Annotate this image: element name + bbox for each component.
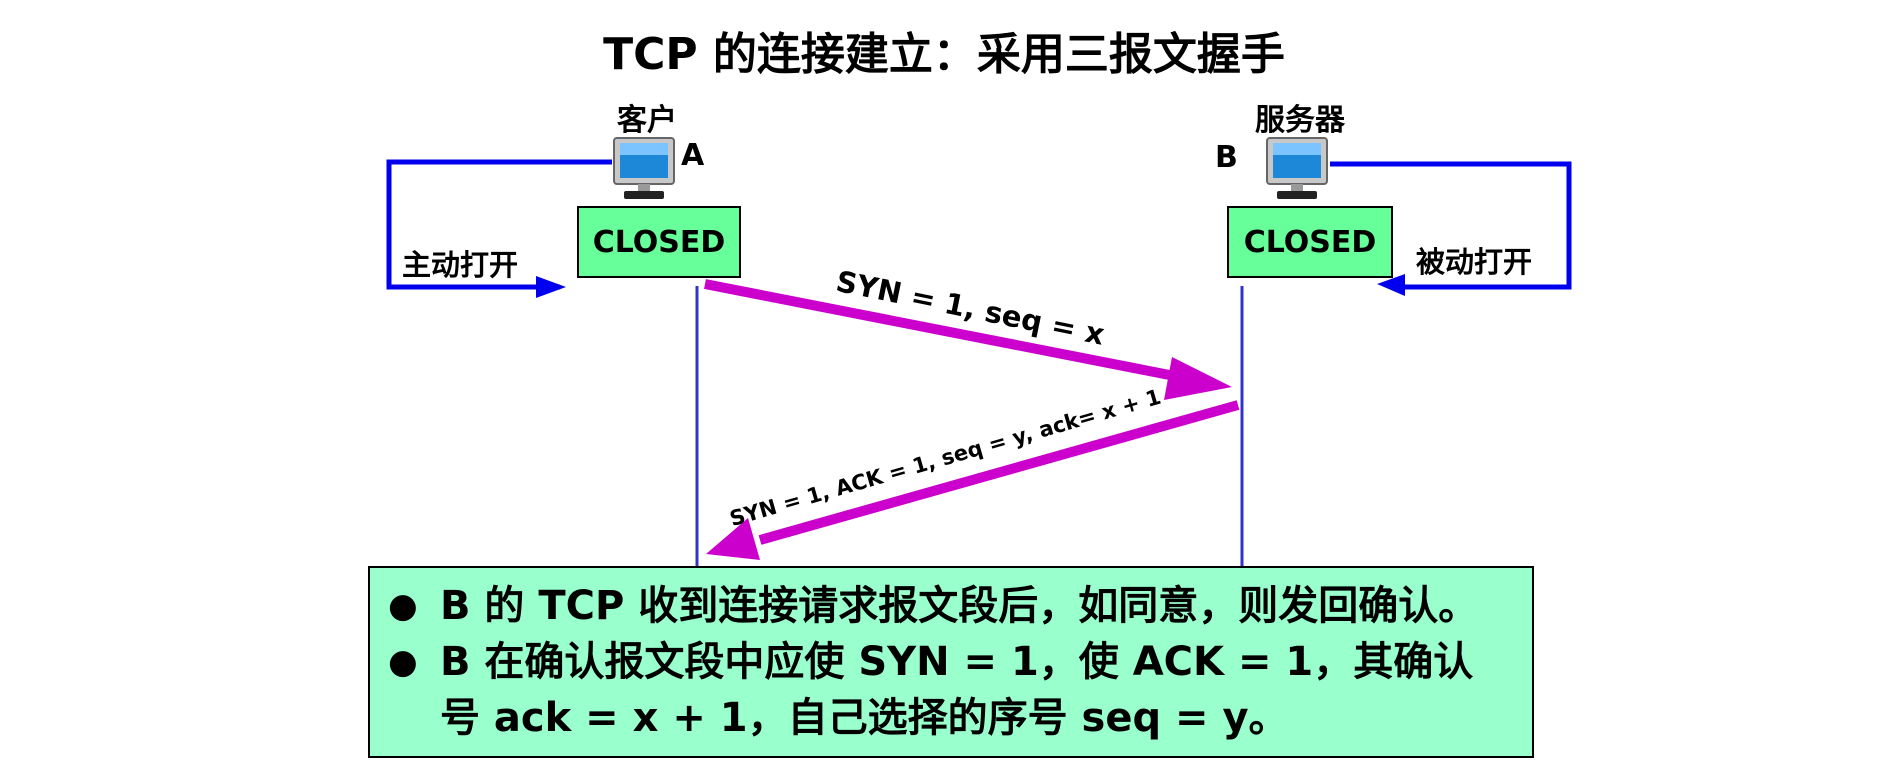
page-title: TCP 的连接建立：采用三报文握手 — [603, 29, 1285, 80]
note-text: B 在确认报文段中应使 SYN = 1，使 ACK = 1，其确认号 ack =… — [440, 639, 1474, 741]
server-action-label: 被动打开 — [1416, 245, 1533, 279]
active-open-arrowhead — [536, 276, 566, 298]
server-computer-icon — [1265, 136, 1329, 206]
server-host-label: B — [1215, 140, 1238, 175]
server-state-box: CLOSED — [1227, 206, 1393, 278]
passive-open-arrowhead — [1377, 274, 1405, 296]
server-role-label: 服务器 — [1255, 103, 1345, 138]
syn-ack-arrow — [758, 400, 1240, 545]
syn-ack-arrowhead — [706, 518, 760, 560]
client-computer-icon — [612, 136, 676, 206]
syn-arrowhead — [1164, 357, 1232, 400]
client-action-label: 主动打开 — [402, 248, 519, 282]
note-item: ● B 的 TCP 收到连接请求报文段后，如同意，则发回确认。 — [388, 578, 1512, 634]
client-role-label: 客户 — [617, 103, 677, 138]
client-host-label: A — [681, 138, 705, 173]
bullet-icon: ● — [388, 642, 418, 682]
bullet-icon: ● — [388, 586, 418, 626]
active-open-arrow — [386, 159, 612, 290]
note-text: B 的 TCP 收到连接请求报文段后，如同意，则发回确认。 — [440, 583, 1479, 629]
passive-open-arrow — [1330, 161, 1572, 290]
client-state-box: CLOSED — [577, 206, 741, 278]
explanation-box: ● B 的 TCP 收到连接请求报文段后，如同意，则发回确认。 ● B 在确认报… — [368, 566, 1534, 758]
note-item: ● B 在确认报文段中应使 SYN = 1，使 ACK = 1，其确认号 ack… — [388, 634, 1512, 746]
syn-arrow — [704, 279, 1191, 384]
